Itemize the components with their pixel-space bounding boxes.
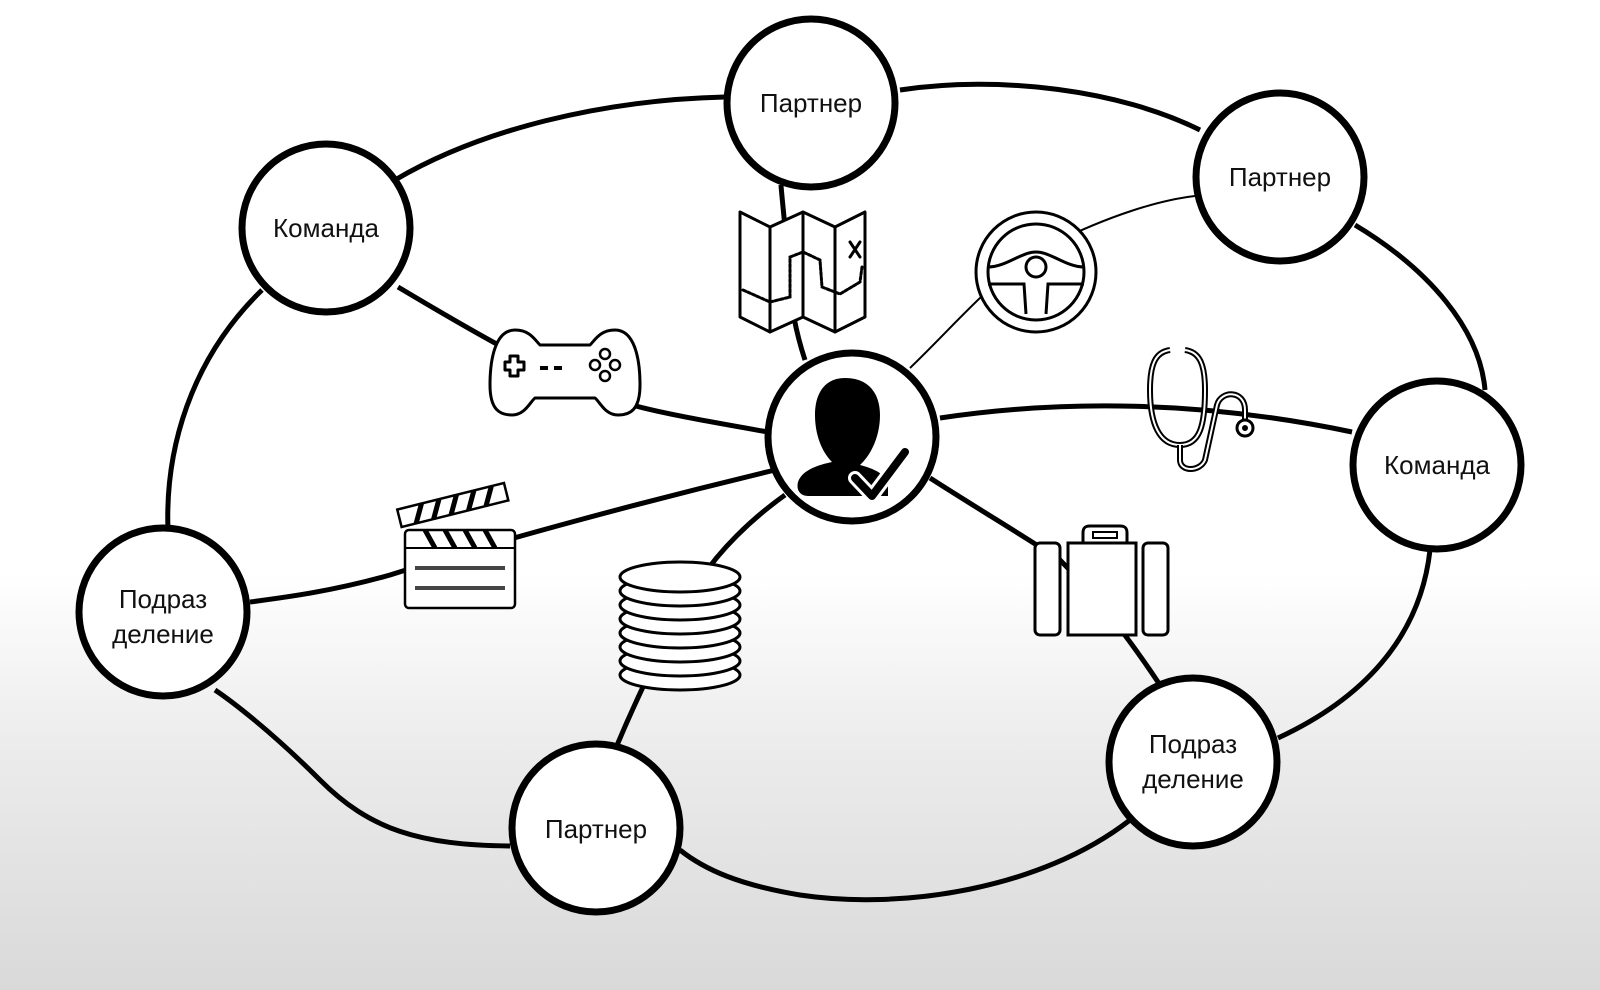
suitcase-icon [1033, 524, 1170, 637]
map-icon [738, 210, 867, 334]
edge-partner-top-right-team-right [1353, 222, 1488, 391]
edge-division-left-team-left [165, 288, 264, 531]
node-label-line-1: Подраз [1149, 729, 1237, 759]
edge-team-left-partner-top [393, 94, 726, 183]
node-label: Команда [1384, 450, 1490, 480]
spoke-stethoscope [939, 403, 1353, 435]
node-label: Партнер [545, 814, 647, 844]
node-partner-bottom[interactable]: Партнер [508, 740, 684, 916]
node-label-line-2: деление [1142, 764, 1244, 794]
node-label: Команда [273, 213, 379, 243]
node-team-right[interactable]: Команда [1349, 377, 1525, 553]
node-division-left[interactable]: Подраз деление [75, 524, 251, 700]
edge-partner-top-partner-top-right [899, 81, 1202, 133]
edge-team-right-division-right [1276, 549, 1433, 741]
clapperboard-icon [395, 481, 517, 610]
stethoscope-icon [1146, 347, 1255, 472]
database-icon [618, 560, 742, 692]
edge-division-right-partner-bottom [678, 818, 1132, 903]
node-label: Партнер [760, 88, 862, 118]
node-label: Партнер [1229, 162, 1331, 192]
gamepad-icon [488, 328, 642, 417]
node-partner-top-right[interactable]: Партнер [1192, 89, 1368, 265]
edge-partner-bottom-division-left [213, 687, 511, 849]
node-label-line-1: Подраз [119, 584, 207, 614]
steering-wheel-icon [974, 210, 1098, 334]
node-partner-top[interactable]: Партнер [723, 15, 899, 191]
node-label-line-2: деление [112, 619, 214, 649]
ring-edges [165, 81, 1488, 903]
node-team-left[interactable]: Команда [238, 140, 414, 316]
verified-user-icon [797, 378, 912, 503]
center-node[interactable] [764, 349, 940, 525]
node-division-right[interactable]: Подраз деление [1105, 674, 1281, 850]
